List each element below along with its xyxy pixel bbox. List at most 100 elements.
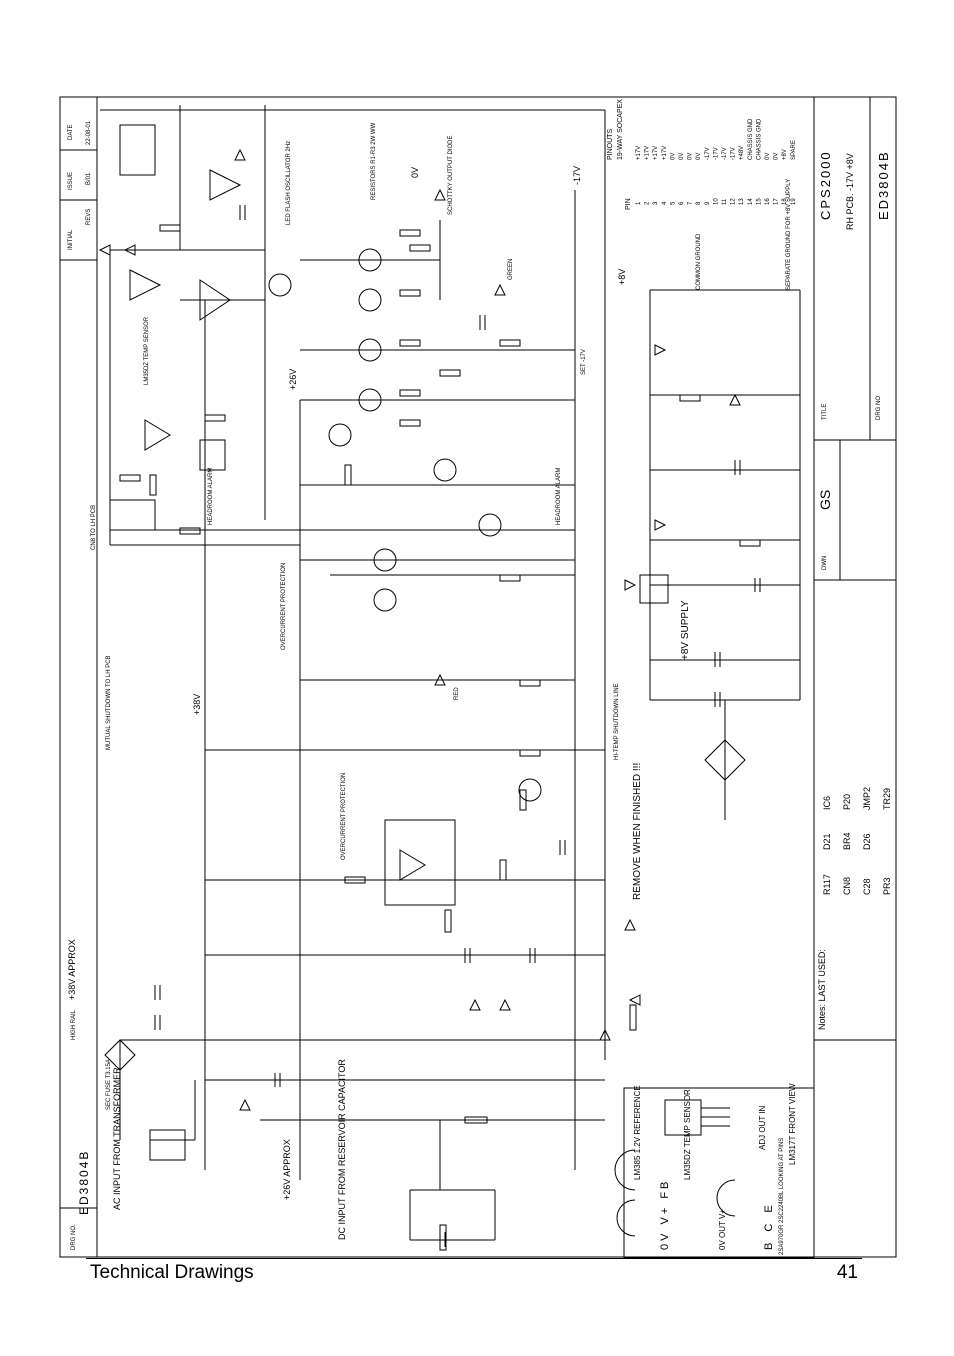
- note-tr29: TR29: [882, 788, 892, 810]
- pin-function: -17V: [731, 147, 737, 160]
- pin-function: CHASSIS GND: [748, 118, 754, 160]
- pin-function: 0V: [670, 153, 676, 160]
- pin-number: 19: [791, 198, 797, 205]
- sec-fuse-label: SEC FUSE T3.15A: [106, 1059, 112, 1110]
- remove-label: REMOVE WHEN FINISHED !!!: [632, 763, 643, 900]
- lm385-label: LM385 1.2V REFERENCE: [633, 1085, 642, 1180]
- pin-number: 6: [679, 201, 685, 205]
- pin-number: 5: [670, 201, 676, 205]
- lm317-label: LM317T FRONT VIEW: [788, 1083, 797, 1165]
- lm35-pins: 0V OUT V+: [718, 1209, 727, 1250]
- note-r117: R117: [822, 874, 832, 895]
- v38-label: +38V APPROX: [67, 939, 77, 1000]
- left-drawing-number: ED3804B: [77, 1150, 91, 1215]
- pin-function: 0V: [679, 153, 685, 160]
- pin-number: 8: [696, 201, 702, 205]
- pin-function: -17V: [705, 147, 711, 160]
- pin-number: 10: [713, 198, 719, 205]
- footer-title: Technical Drawings: [90, 1262, 254, 1283]
- pin-number: 9: [705, 201, 711, 205]
- headroom-alarm-label: HEADROOM ALARM: [208, 468, 214, 525]
- title-label: TITLE: [822, 404, 828, 420]
- pin-function: +17V: [653, 146, 659, 160]
- left-drg-label: DRG NO.: [71, 1224, 77, 1250]
- notes-title: Notes: LAST USED:: [817, 949, 827, 1030]
- resistors-label: RESISTORS R1-R3 2W WW: [371, 122, 377, 200]
- pin-number: 7: [688, 201, 694, 205]
- red-label: RED: [454, 687, 460, 700]
- note-br4: BR4: [842, 832, 852, 850]
- plus26-label: +26V: [288, 369, 298, 390]
- rev-date-value: 22-08-01: [86, 120, 92, 145]
- rev-header-date: DATE: [68, 124, 74, 140]
- pin-number: 11: [722, 198, 728, 205]
- dwn-label: DWN: [822, 556, 828, 570]
- pin-function: +48V: [739, 146, 745, 160]
- green-label: GREEN: [508, 259, 514, 280]
- pin-function: +17V: [645, 146, 651, 160]
- pinouts-connector: 19-WAY SOCAPEX: [617, 99, 624, 160]
- pinouts-separate: SEPARATE GROUND FOR +8V SUPPLY: [786, 179, 792, 290]
- mutual-shutdown-label: MUTUAL SHUTDOWN TO LH PCB: [106, 655, 112, 750]
- pin-function: +17V: [636, 146, 642, 160]
- pin-function: 0V: [765, 153, 771, 160]
- ov-label: 0V: [410, 167, 420, 178]
- transistor-label: 2SA970GR 2SC2240BL LOOKING AT PINS: [779, 1138, 785, 1255]
- pin-function: CHASSIS GND: [756, 118, 762, 160]
- pinouts-common: COMMON GROUND: [696, 233, 702, 290]
- plus8-label: +8V: [617, 269, 627, 285]
- footer-rule: [86, 1258, 862, 1259]
- lm317-pins: ADJ OUT IN: [758, 1105, 767, 1150]
- to-lh-pcb-label: CN8 TO LH PCB: [91, 505, 97, 550]
- drawing-number-title: ED3804B: [876, 150, 891, 220]
- lm35-label: LM35DZ TEMP SENSOR: [683, 1089, 692, 1180]
- lm385-pins: 0V V+ FB: [659, 1179, 671, 1250]
- led-flash-label: LED FLASH OSCILLATOR 2Hz: [286, 141, 292, 225]
- pin-number: 2: [645, 201, 651, 205]
- dc-input-label: DC INPUT FROM RESERVOIR CAPACITOR: [337, 1059, 347, 1240]
- pinouts-title: PINOUTS: [607, 129, 614, 160]
- v26-label: +26V APPROX: [282, 1139, 292, 1200]
- rev-header-issue: ISSUE: [68, 172, 74, 190]
- schottky-label: SCHOTTKY OUTPUT DIODE: [448, 136, 454, 215]
- pin-number: 18: [782, 198, 788, 205]
- pin-number: 14: [748, 198, 754, 205]
- supply-8v-label: +8V SUPPLY: [680, 600, 691, 660]
- rev-issue-value: B/01: [86, 172, 92, 185]
- pinout-pins: 1+17V2+17V3+17V4+17V50V60V70V80V9-17V10-…: [636, 118, 797, 205]
- set-17v-label: SET -17V: [581, 349, 587, 375]
- headroom-alarm-label-2: HEADROOM ALARM: [556, 468, 562, 525]
- rev-header-initial: INITIAL: [68, 229, 74, 250]
- pin-number: 13: [739, 198, 745, 205]
- transistor-pins: B C E: [763, 1201, 775, 1250]
- note-jmp2: JMP2: [862, 787, 872, 810]
- pin-function: 0V: [688, 153, 694, 160]
- pin-number: 12: [731, 198, 737, 205]
- pin-function: -17V: [713, 147, 719, 160]
- overcurrent-label: OVERCURRENT PROTECTION: [281, 563, 287, 650]
- pin-function: 0V: [774, 153, 780, 160]
- note-pr3: PR3: [882, 877, 892, 895]
- subtitle-text: RH PCB. -17V +8V: [845, 153, 855, 230]
- temp-sensor-label: LM35DZ TEMP SENSOR: [144, 316, 150, 385]
- title-text: CPS2000: [818, 150, 833, 220]
- note-p20: P20: [842, 794, 852, 810]
- minus17-label: -17V: [572, 166, 582, 185]
- note-ic6: IC6: [822, 796, 832, 810]
- revs-label: REVS: [86, 209, 92, 225]
- drawing-border: [59, 96, 897, 1258]
- pin-function: +17V: [662, 146, 668, 160]
- pin-function: -17V: [722, 147, 728, 160]
- pin-function: SPARE: [791, 140, 797, 160]
- pin-function: +8V: [782, 149, 788, 160]
- pin-number: 17: [774, 198, 780, 205]
- pin-number: 15: [756, 198, 762, 205]
- pin-number: 16: [765, 198, 771, 205]
- high-rail-label: HIGH RAIL: [71, 1009, 77, 1040]
- ac-input-label: AC INPUT FROM TRANSFORMER: [112, 1067, 122, 1210]
- pin-number: 4: [662, 201, 668, 205]
- pin-number: 3: [653, 201, 659, 205]
- note-d21: D21: [822, 833, 832, 850]
